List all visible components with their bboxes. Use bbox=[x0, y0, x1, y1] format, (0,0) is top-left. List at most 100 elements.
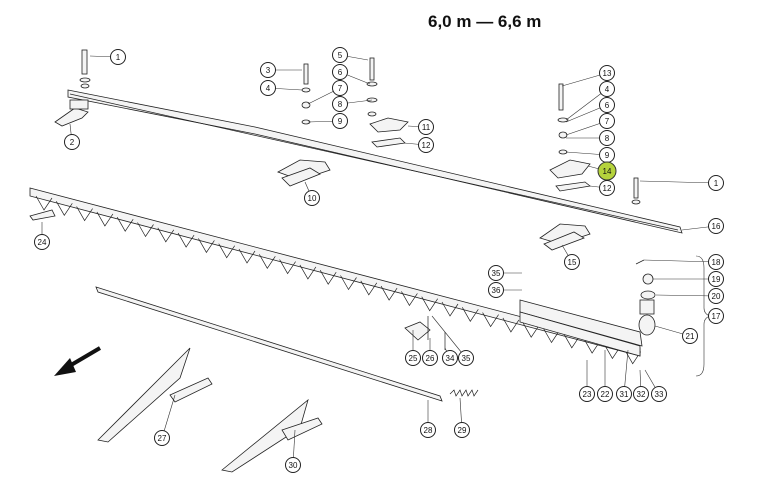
leader-line bbox=[655, 294, 717, 297]
callout-label: 13 bbox=[603, 69, 612, 78]
callout-label: 28 bbox=[424, 426, 433, 435]
clip-plate bbox=[369, 117, 591, 192]
callout-label: 29 bbox=[458, 426, 467, 435]
callout-label: 11 bbox=[422, 123, 431, 132]
callout-12: 12 bbox=[599, 180, 615, 196]
knife-section bbox=[29, 209, 446, 350]
callout-1: 1 bbox=[110, 49, 126, 65]
callout-27: 27 bbox=[154, 430, 170, 446]
callout-8: 8 bbox=[332, 96, 348, 112]
callout-19: 19 bbox=[708, 271, 724, 287]
knife-head bbox=[635, 259, 656, 336]
callout-30: 30 bbox=[285, 457, 301, 473]
callout-1: 1 bbox=[708, 175, 724, 191]
callout-label: 15 bbox=[568, 258, 577, 267]
callout-label: 4 bbox=[605, 85, 610, 94]
callout-12: 12 bbox=[418, 137, 434, 153]
leader-line bbox=[639, 180, 717, 184]
callout-label: 26 bbox=[426, 354, 435, 363]
callout-9: 9 bbox=[332, 113, 348, 129]
callout-label: 14 bbox=[603, 167, 612, 176]
callout-label: 35 bbox=[492, 269, 501, 278]
spring bbox=[449, 389, 479, 397]
knife-bar bbox=[29, 187, 641, 365]
callout-label: 8 bbox=[605, 134, 610, 143]
callout-35: 35 bbox=[458, 350, 474, 366]
callout-label: 21 bbox=[686, 332, 695, 341]
guard-loose-27 bbox=[97, 347, 213, 443]
callout-label: 17 bbox=[712, 312, 721, 321]
callout-34: 34 bbox=[442, 350, 458, 366]
callout-18: 18 bbox=[708, 254, 724, 270]
callout-14: 14 bbox=[597, 161, 617, 181]
callout-label: 31 bbox=[620, 390, 629, 399]
guard-right bbox=[539, 223, 591, 251]
callout-24: 24 bbox=[34, 234, 50, 250]
callout-29: 29 bbox=[454, 422, 470, 438]
leader-line bbox=[431, 315, 467, 359]
callout-21: 21 bbox=[682, 328, 698, 344]
callout-9: 9 bbox=[599, 147, 615, 163]
guard-loose-30 bbox=[221, 398, 323, 473]
callout-35: 35 bbox=[488, 265, 504, 281]
callout-22: 22 bbox=[597, 386, 613, 402]
leader-line bbox=[643, 259, 717, 263]
callouts: 1234567891011121346789141211615241819201… bbox=[34, 47, 724, 473]
guard-left bbox=[54, 99, 89, 127]
callout-label: 16 bbox=[712, 222, 721, 231]
bolt-group-left bbox=[79, 49, 91, 89]
callout-4: 4 bbox=[599, 81, 615, 97]
callout-7: 7 bbox=[332, 80, 348, 96]
callout-label: 8 bbox=[338, 100, 343, 109]
guard-bar bbox=[67, 89, 683, 234]
callout-label: 35 bbox=[462, 354, 471, 363]
arrow-icon bbox=[54, 346, 102, 376]
callout-36: 36 bbox=[488, 282, 504, 298]
callout-6: 6 bbox=[599, 97, 615, 113]
callout-11: 11 bbox=[418, 119, 434, 135]
callout-label: 9 bbox=[338, 117, 343, 126]
callout-7: 7 bbox=[599, 113, 615, 129]
leader-line bbox=[565, 88, 608, 121]
callout-label: 9 bbox=[605, 151, 610, 160]
callout-17: 17 bbox=[708, 308, 724, 324]
callout-23: 23 bbox=[579, 386, 595, 402]
callout-5: 5 bbox=[332, 47, 348, 63]
callout-6: 6 bbox=[332, 64, 348, 80]
callout-label: 5 bbox=[338, 51, 343, 60]
callout-31: 31 bbox=[616, 386, 632, 402]
callout-label: 6 bbox=[338, 68, 343, 77]
bolt-group-right bbox=[557, 83, 641, 205]
callout-label: 30 bbox=[289, 461, 298, 470]
callout-8: 8 bbox=[599, 130, 615, 146]
callout-16: 16 bbox=[708, 218, 724, 234]
callout-label: 4 bbox=[266, 84, 271, 93]
knife-strip bbox=[95, 286, 443, 402]
callout-label: 33 bbox=[655, 390, 664, 399]
callout-label: 32 bbox=[637, 390, 646, 399]
callout-label: 34 bbox=[446, 354, 455, 363]
callout-label: 36 bbox=[492, 286, 501, 295]
callout-label: 24 bbox=[38, 238, 47, 247]
callout-2: 2 bbox=[64, 134, 80, 150]
callout-10: 10 bbox=[304, 190, 320, 206]
callout-label: 12 bbox=[603, 184, 612, 193]
callout-label: 23 bbox=[583, 390, 592, 399]
callout-label: 22 bbox=[601, 390, 610, 399]
callout-26: 26 bbox=[422, 350, 438, 366]
callout-4: 4 bbox=[260, 80, 276, 96]
callout-28: 28 bbox=[420, 422, 436, 438]
diagram-title: 6,0 m — 6,6 m bbox=[428, 12, 542, 31]
callout-label: 25 bbox=[409, 354, 418, 363]
callout-label: 1 bbox=[116, 53, 121, 62]
callout-25: 25 bbox=[405, 350, 421, 366]
callout-label: 20 bbox=[712, 292, 721, 301]
callout-33: 33 bbox=[651, 386, 667, 402]
callout-label: 27 bbox=[158, 434, 167, 443]
callout-13: 13 bbox=[599, 65, 615, 81]
callout-3: 3 bbox=[260, 62, 276, 78]
callout-15: 15 bbox=[564, 254, 580, 270]
group-bracket bbox=[695, 255, 711, 377]
callout-label: 7 bbox=[338, 84, 343, 93]
